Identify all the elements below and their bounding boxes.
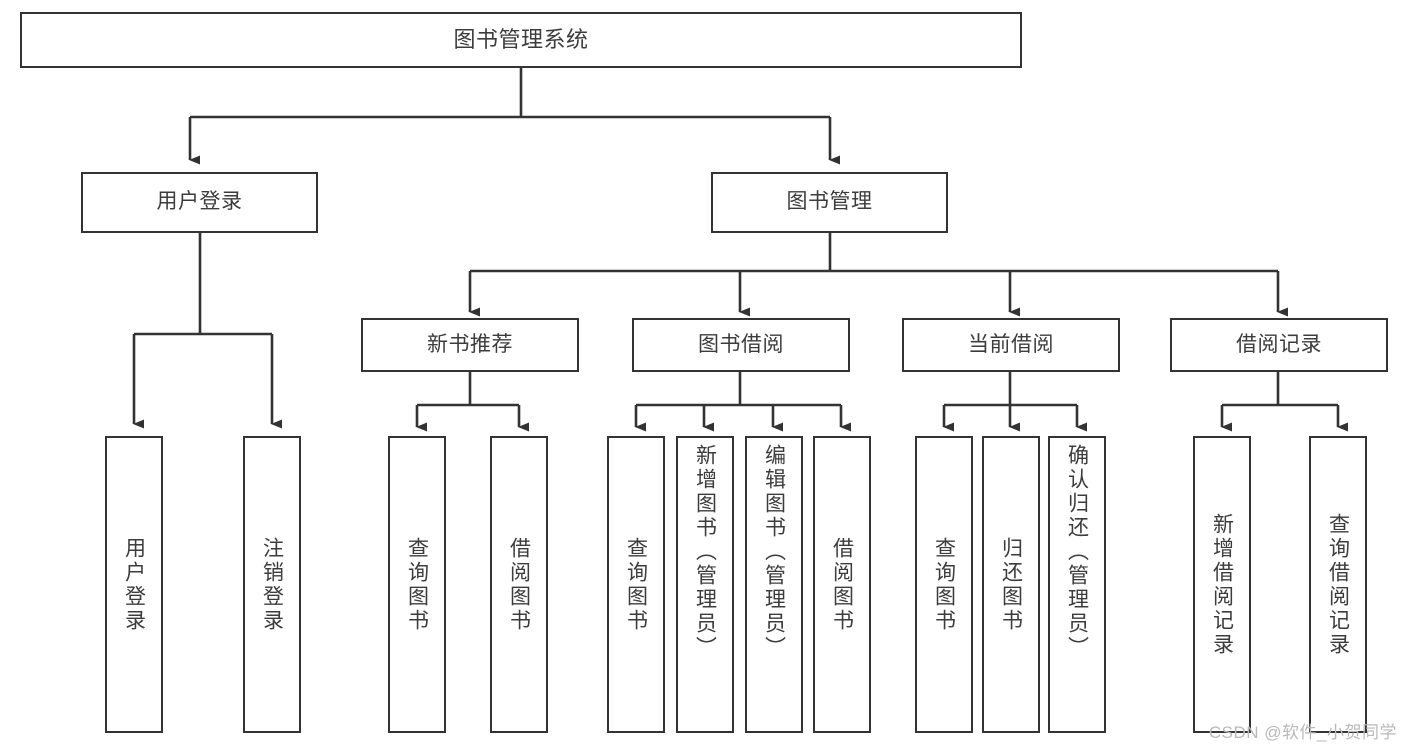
node-leaf-borrow-book-1[interactable]: 借阅图书	[490, 436, 548, 733]
node-root-label: 图书管理系统	[453, 27, 589, 53]
node-leaf-return-book[interactable]: 归还图书	[982, 436, 1040, 733]
node-leaf-add-borrow-record-label: 新增借阅记录	[1210, 512, 1234, 657]
node-book-borrow[interactable]: 图书借阅	[632, 318, 850, 372]
node-user-login[interactable]: 用户登录	[81, 172, 318, 233]
node-leaf-logout[interactable]: 注销登录	[243, 436, 301, 733]
node-leaf-add-book-admin[interactable]: 新增图书（管理员）	[676, 436, 734, 733]
node-leaf-return-book-label: 归还图书	[999, 536, 1023, 633]
node-new-book-recommend[interactable]: 新书推荐	[361, 318, 579, 372]
node-leaf-query-borrow-record[interactable]: 查询借阅记录	[1309, 436, 1367, 733]
node-leaf-query-book-1-label: 查询图书	[405, 536, 429, 633]
node-leaf-query-book-2-label: 查询图书	[624, 536, 648, 633]
node-leaf-edit-book-admin[interactable]: 编辑图书（管理员）	[745, 436, 803, 733]
node-user-login-label: 用户登录	[156, 190, 243, 214]
node-new-book-recommend-label: 新书推荐	[427, 332, 513, 356]
node-leaf-confirm-return-admin[interactable]: 确认归还（管理员）	[1048, 436, 1106, 733]
node-leaf-borrow-book-2-label: 借阅图书	[830, 536, 854, 633]
node-leaf-query-borrow-record-label: 查询借阅记录	[1326, 512, 1350, 657]
node-leaf-add-book-admin-label: 新增图书（管理员）	[693, 444, 717, 660]
node-leaf-user-login[interactable]: 用户登录	[105, 436, 163, 733]
node-current-borrow[interactable]: 当前借阅	[902, 318, 1120, 372]
node-current-borrow-label: 当前借阅	[968, 332, 1054, 356]
node-leaf-query-book-3-label: 查询图书	[932, 536, 956, 633]
node-book-borrow-label: 图书借阅	[698, 332, 784, 356]
node-leaf-query-book-3[interactable]: 查询图书	[915, 436, 973, 733]
node-leaf-logout-label: 注销登录	[260, 536, 284, 633]
node-borrow-record[interactable]: 借阅记录	[1170, 318, 1388, 372]
node-leaf-query-book-2[interactable]: 查询图书	[607, 436, 665, 733]
node-leaf-confirm-return-admin-label: 确认归还（管理员）	[1065, 444, 1089, 660]
node-borrow-record-label: 借阅记录	[1236, 332, 1322, 356]
csdn-watermark: CSDN @软件_小贺同学	[1208, 723, 1397, 742]
node-leaf-add-borrow-record[interactable]: 新增借阅记录	[1193, 436, 1251, 733]
node-leaf-borrow-book-1-label: 借阅图书	[507, 536, 531, 633]
node-leaf-query-book-1[interactable]: 查询图书	[388, 436, 446, 733]
node-leaf-borrow-book-2[interactable]: 借阅图书	[813, 436, 871, 733]
node-book-management[interactable]: 图书管理	[711, 172, 948, 233]
node-leaf-user-login-label: 用户登录	[122, 536, 146, 633]
node-book-management-label: 图书管理	[786, 190, 873, 214]
node-root-book-management-system[interactable]: 图书管理系统	[20, 12, 1022, 68]
node-leaf-edit-book-admin-label: 编辑图书（管理员）	[762, 444, 786, 660]
